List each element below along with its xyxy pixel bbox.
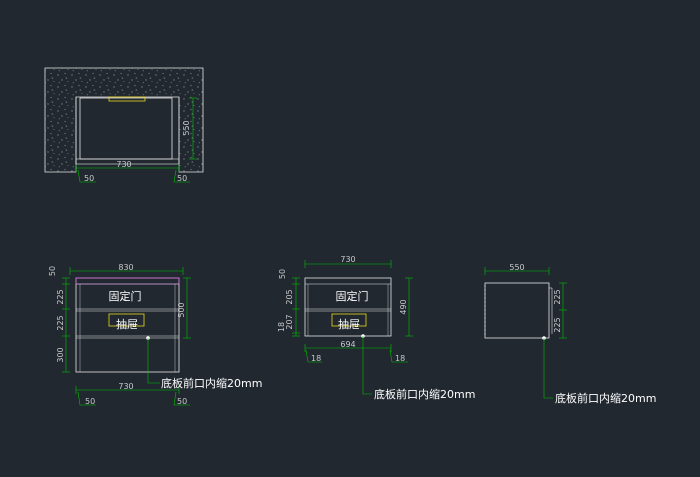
dim-a-top-width: 830 bbox=[118, 263, 133, 272]
dim-b-inner-width: 694 bbox=[340, 340, 355, 349]
base-plinth bbox=[75, 158, 180, 165]
dim-c-top-width: 550 bbox=[509, 263, 524, 272]
dim-b-left-0: 50 bbox=[278, 269, 287, 279]
panel-fixed-door-a: 固定门 bbox=[109, 289, 142, 303]
panel-drawer-b: 抽屉 bbox=[338, 317, 360, 331]
dim-a-left-3: 300 bbox=[56, 347, 65, 362]
drawer-handle-b bbox=[331, 313, 367, 327]
dim-a-right-height: 500 bbox=[177, 302, 186, 317]
dim-b-left-gap: 18 bbox=[311, 354, 321, 363]
dim-b-top-width: 730 bbox=[340, 255, 355, 264]
dim-c-right-0: 225 bbox=[553, 289, 562, 304]
handle-top-view bbox=[108, 96, 146, 102]
drawer-handle-a bbox=[108, 313, 145, 327]
front-view-b: 730 固定门 抽屉 50 205 207 18 490 694 18 18 bbox=[277, 255, 475, 401]
dim-a-right-gap: 50 bbox=[177, 397, 187, 406]
note-a: 底板前口内缩20mm bbox=[161, 376, 262, 390]
dim-b-left-3: 18 bbox=[277, 322, 286, 332]
dim-a-left-2: 225 bbox=[56, 315, 65, 330]
note-c: 底板前口内缩20mm bbox=[555, 391, 656, 405]
dim-a-left-1: 225 bbox=[56, 289, 65, 304]
panel-drawer-a: 抽屉 bbox=[116, 317, 138, 331]
dim-b-left-1: 205 bbox=[285, 289, 294, 304]
dim-a-left-gap: 50 bbox=[85, 397, 95, 406]
note-b: 底板前口内缩20mm bbox=[374, 387, 475, 401]
dim-c-right-1: 225 bbox=[553, 317, 562, 332]
dim-a-left-0: 50 bbox=[48, 266, 57, 276]
dim-b-left-2: 207 bbox=[285, 314, 294, 329]
dim-a-bottom-width: 730 bbox=[118, 382, 133, 391]
side-view-c: 550 225 225 底板前口内缩20mm bbox=[484, 263, 656, 405]
dim-width-label: 730 bbox=[116, 160, 131, 169]
front-view-a: 830 固定门 抽屉 50 225 225 300 500 730 bbox=[48, 263, 262, 406]
dim-b-right-gap: 18 bbox=[395, 354, 405, 363]
dim-left-gap-label: 50 bbox=[84, 174, 94, 183]
cabinet-body-top bbox=[79, 97, 173, 160]
dim-b-right-height: 490 bbox=[399, 299, 408, 314]
cabinet-outline-b bbox=[304, 277, 392, 337]
panel-fixed-door-b: 固定门 bbox=[336, 289, 369, 303]
cabinet-outline-c bbox=[484, 282, 550, 339]
dim-right-gap-label: 50 bbox=[177, 174, 187, 183]
top-view: 550 730 50 50 bbox=[44, 67, 204, 183]
dim-depth-label: 550 bbox=[182, 120, 191, 135]
